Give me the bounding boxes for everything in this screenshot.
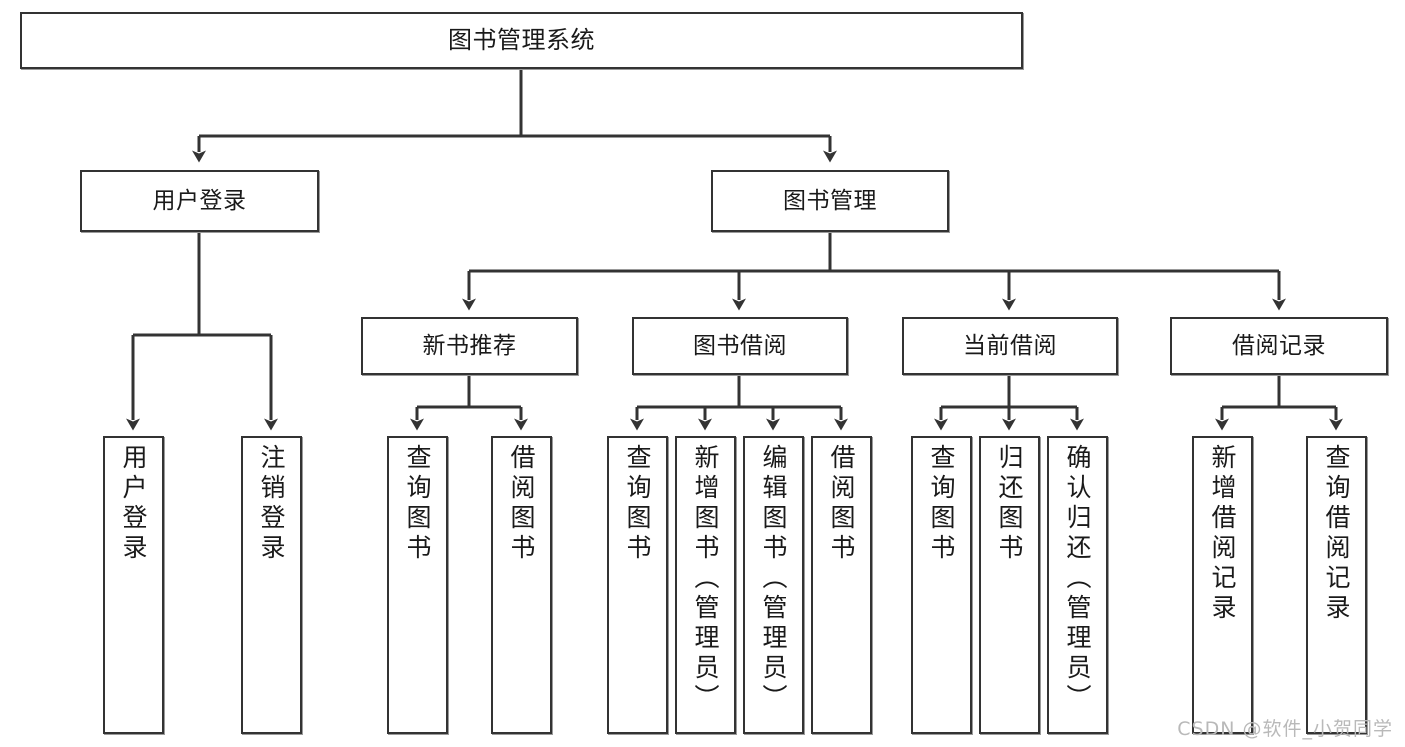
node-label: 新增图书（管理员）: [691, 444, 720, 714]
node-label: 图书管理系统: [448, 25, 595, 54]
node-leaf-logout-login[interactable]: 注销登录: [241, 436, 302, 734]
node-book-borrow[interactable]: 图书借阅: [632, 317, 848, 375]
node-new-book-recommend[interactable]: 新书推荐: [361, 317, 578, 375]
node-leaf-add-book-admin[interactable]: 新增图书（管理员）: [675, 436, 736, 734]
node-label: 新书推荐: [422, 332, 517, 359]
node-label: 归还图书: [995, 444, 1024, 564]
node-label: 借阅记录: [1232, 332, 1326, 359]
csdn-watermark: CSDN @软件_小贺同学: [1177, 718, 1393, 740]
node-leaf-borrow-book-recommend[interactable]: 借阅图书: [491, 436, 552, 734]
node-label: 借阅图书: [827, 444, 856, 564]
node-label: 查询借阅记录: [1322, 444, 1351, 624]
node-label: 注销登录: [257, 444, 286, 564]
node-label: 查询图书: [403, 444, 432, 564]
node-label: 图书管理: [783, 187, 877, 214]
node-user-login[interactable]: 用户登录: [80, 170, 319, 232]
node-label: 借阅图书: [507, 444, 536, 564]
node-label: 确认归还（管理员）: [1063, 444, 1092, 714]
node-current-borrow[interactable]: 当前借阅: [902, 317, 1118, 375]
node-borrow-record[interactable]: 借阅记录: [1170, 317, 1388, 375]
node-label: 编辑图书（管理员）: [759, 444, 788, 714]
node-book-management[interactable]: 图书管理: [711, 170, 949, 232]
node-leaf-edit-book-admin[interactable]: 编辑图书（管理员）: [743, 436, 804, 734]
node-label: 新增借阅记录: [1208, 444, 1237, 624]
node-leaf-query-book-current[interactable]: 查询图书: [911, 436, 972, 734]
node-label: 用户登录: [152, 187, 247, 214]
node-leaf-return-book[interactable]: 归还图书: [979, 436, 1040, 734]
node-leaf-query-borrow-record[interactable]: 查询借阅记录: [1306, 436, 1367, 734]
node-leaf-confirm-return-admin[interactable]: 确认归还（管理员）: [1047, 436, 1108, 734]
node-label: 查询图书: [623, 444, 652, 564]
node-label: 当前借阅: [963, 332, 1057, 359]
node-label: 查询图书: [927, 444, 956, 564]
node-leaf-query-book-recommend[interactable]: 查询图书: [387, 436, 448, 734]
node-root-book-management-system[interactable]: 图书管理系统: [20, 12, 1023, 69]
node-leaf-borrow-book[interactable]: 借阅图书: [811, 436, 872, 734]
node-leaf-query-book-borrow[interactable]: 查询图书: [607, 436, 668, 734]
node-leaf-add-borrow-record[interactable]: 新增借阅记录: [1192, 436, 1253, 734]
node-label: 图书借阅: [693, 332, 787, 359]
node-label: 用户登录: [119, 444, 148, 564]
node-leaf-user-login[interactable]: 用户登录: [103, 436, 164, 734]
